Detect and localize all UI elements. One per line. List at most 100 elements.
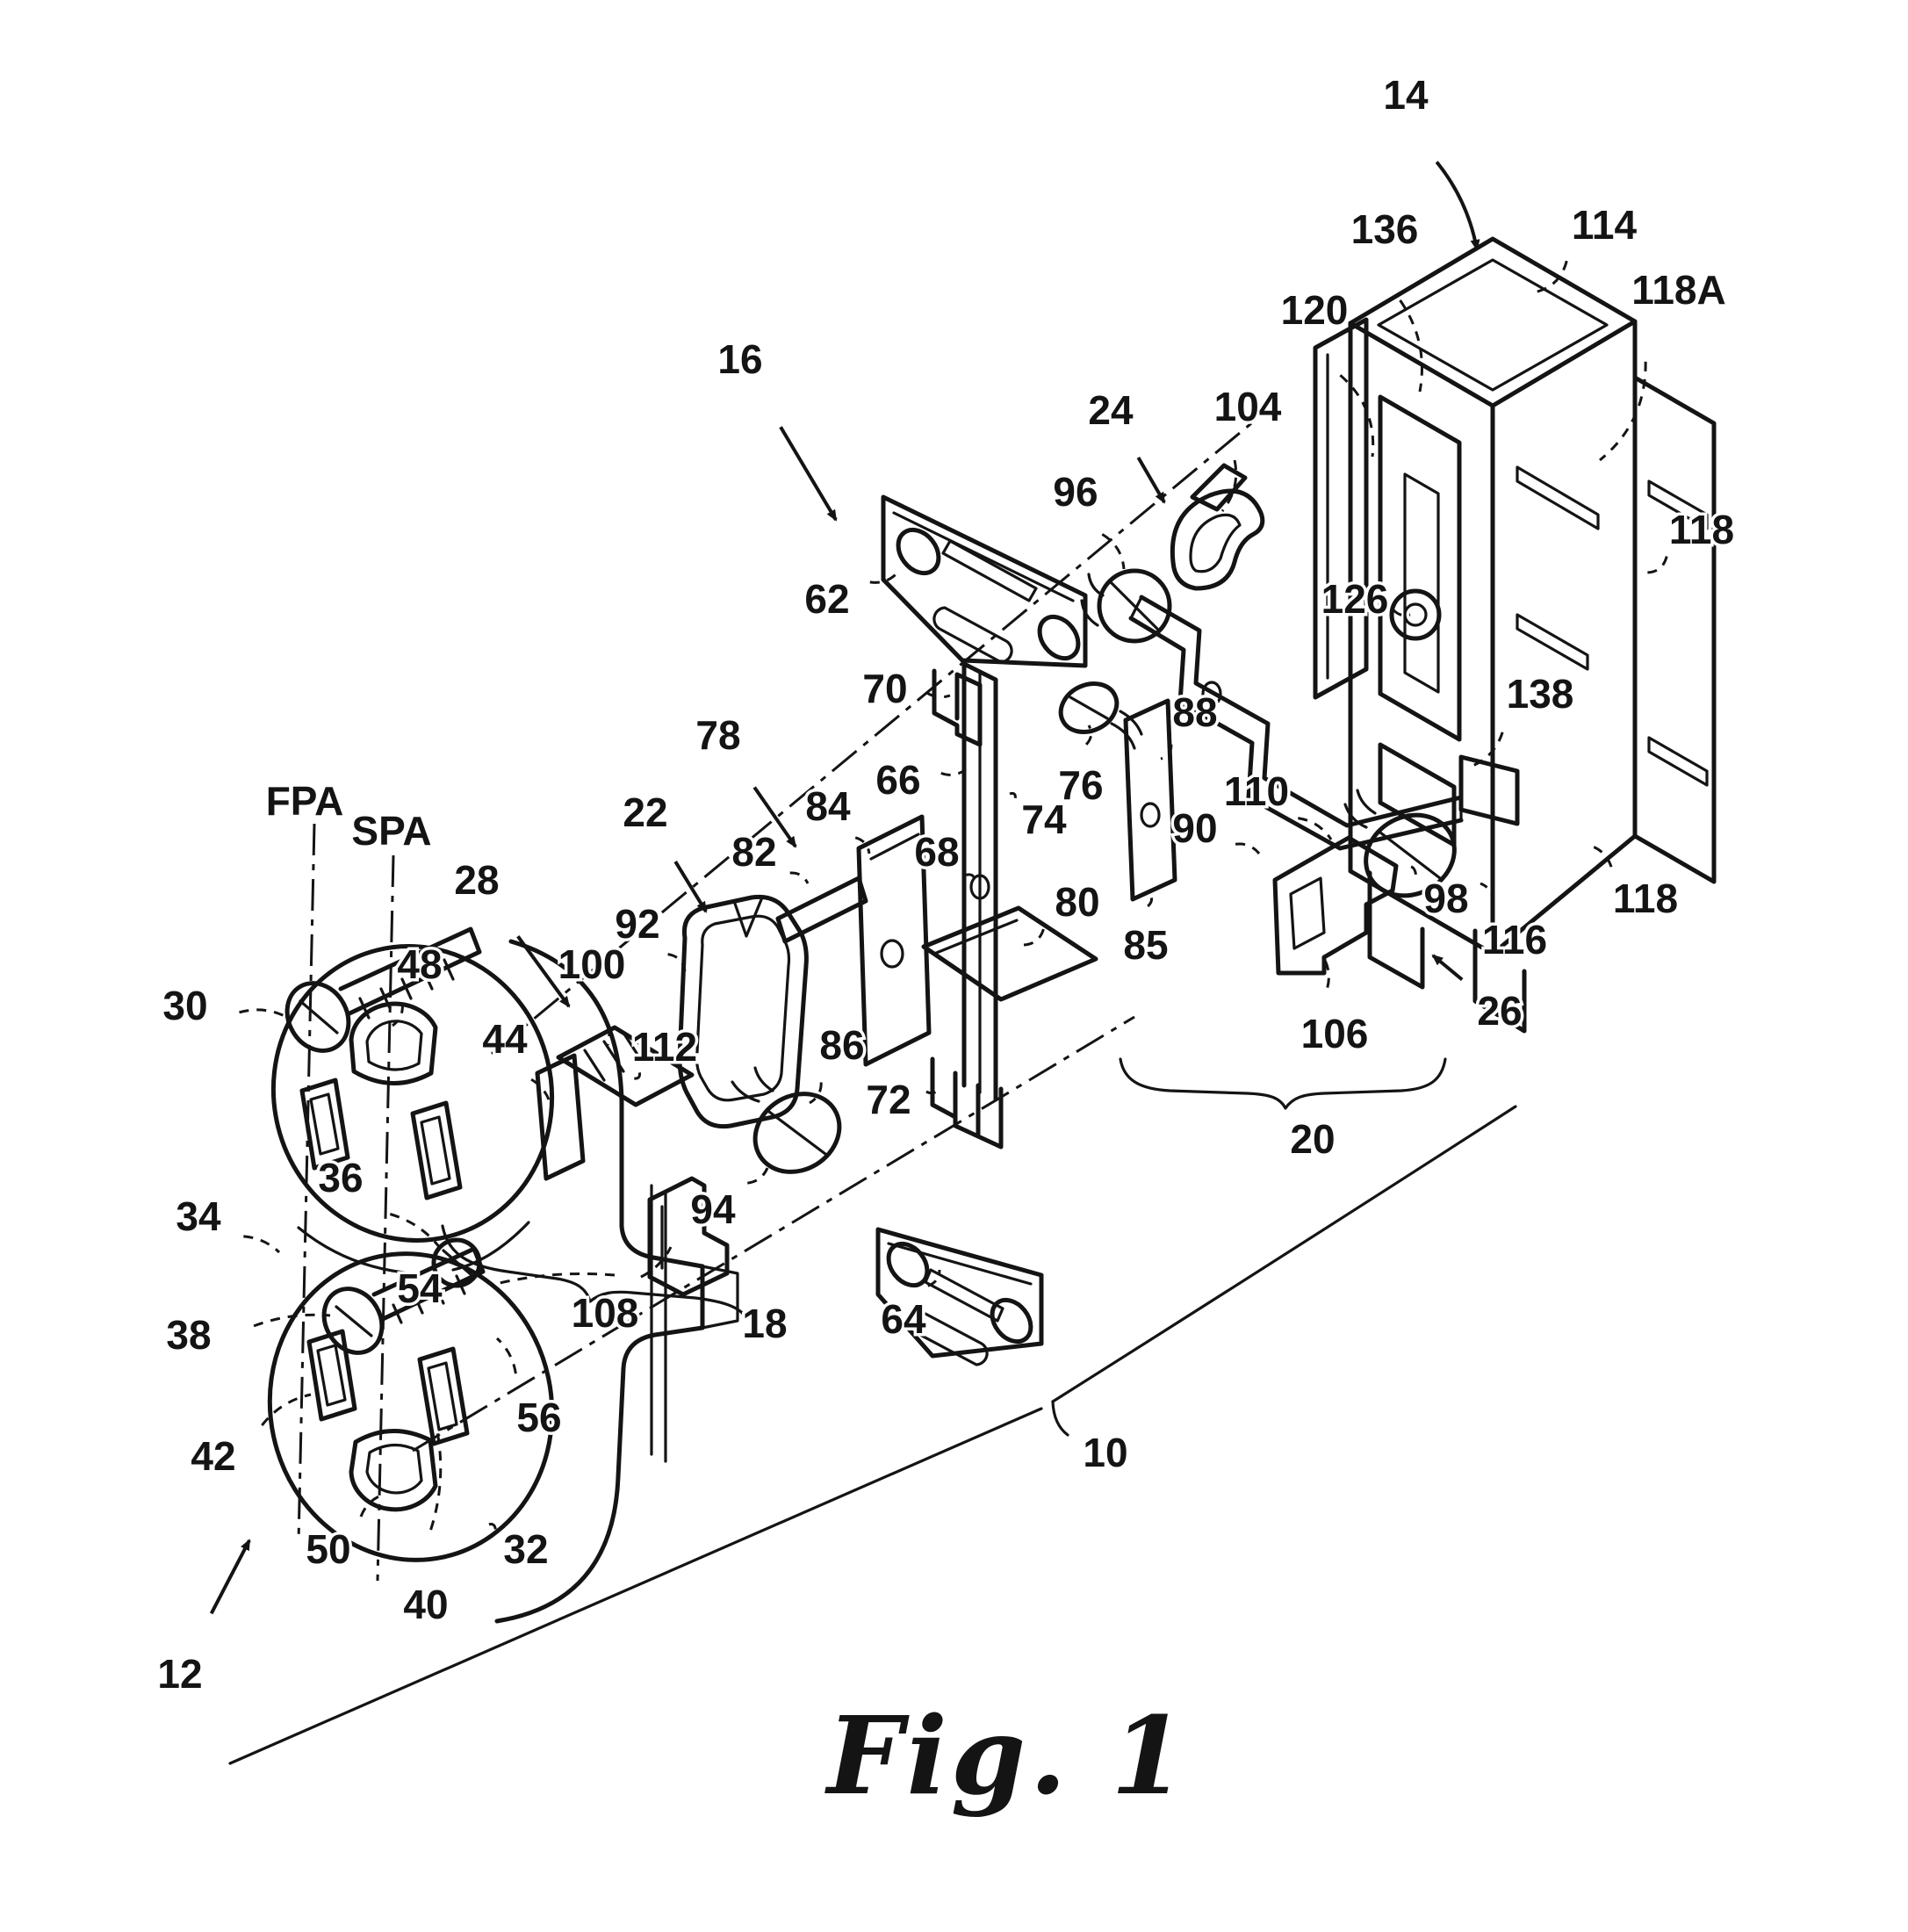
leader-24 <box>1136 456 1166 504</box>
ref-label-22: 22 <box>623 789 667 835</box>
pointer-10-lower <box>228 1407 1043 1765</box>
contact-strip-82 <box>775 876 868 944</box>
centerline-axes <box>297 418 1256 1582</box>
lower-right-slot-inner <box>427 1361 458 1431</box>
ref-label-64: 64 <box>881 1296 926 1342</box>
leader-98 <box>1404 864 1417 876</box>
ref-label-82: 82 <box>731 829 776 875</box>
leader-86 <box>809 1082 823 1105</box>
leader-104 <box>1220 459 1238 512</box>
ref-label-106: 106 <box>1301 1011 1369 1056</box>
leader-12 <box>209 1539 251 1615</box>
ref-label-100: 100 <box>558 941 626 987</box>
leader-136 <box>1399 299 1423 393</box>
lower-right-slot <box>417 1346 470 1446</box>
leader-56 <box>495 1337 517 1374</box>
figure-caption: Fig. 1 <box>824 1692 1189 1819</box>
contact-plate-80 <box>921 905 1098 1002</box>
leader-64 <box>927 1269 941 1287</box>
leader-22 <box>673 861 708 913</box>
leader-92 <box>667 953 687 972</box>
housing-side-channel-120 <box>1313 317 1369 700</box>
ref-label-88: 88 <box>1172 689 1217 735</box>
strip-thread-hatch-112 <box>583 1031 644 1082</box>
leader-118A <box>1599 361 1647 462</box>
lower-receptacle-face <box>267 1251 555 1562</box>
strap-clip-70 <box>932 668 983 747</box>
leader-42 <box>261 1393 312 1427</box>
leader-34 <box>243 1235 281 1254</box>
housing-front-window <box>1378 394 1462 742</box>
front-cover-assembly <box>267 926 555 1562</box>
housing-inner-post-138 <box>1403 472 1440 694</box>
ref-label-138: 138 <box>1507 671 1574 717</box>
leader-54 <box>500 1272 616 1285</box>
housing-boss-126 <box>1389 588 1442 641</box>
ref-label-114: 114 <box>1572 202 1638 248</box>
ref-label-84: 84 <box>805 783 851 829</box>
leader-50 <box>359 1493 384 1517</box>
upper-right-slot-inner <box>420 1115 451 1186</box>
ref-label-80: 80 <box>1055 879 1099 925</box>
leader-85 <box>1147 890 1154 908</box>
ref-label-116: 116 <box>1482 917 1547 962</box>
clip-saddle-window <box>1289 876 1326 950</box>
grounding-clip-26 <box>1272 789 1457 976</box>
leader-62 <box>869 570 901 584</box>
terminal-strip-100 <box>556 1025 695 1107</box>
leader-30 <box>239 1008 291 1020</box>
leader-96 <box>1101 533 1126 570</box>
top-ear-hole-b <box>1037 614 1081 661</box>
leader-72 <box>925 1087 941 1095</box>
leader-114 <box>1533 260 1568 294</box>
ref-label-38: 38 <box>166 1312 211 1358</box>
ref-label-32: 32 <box>503 1526 548 1572</box>
ref-label-16: 16 <box>717 336 762 382</box>
ref-label-92: 92 <box>615 901 659 947</box>
upper-ground-hole <box>349 1001 438 1085</box>
wire-clamp-92-outer <box>677 894 809 1129</box>
ref-label-28: 28 <box>454 857 499 903</box>
upper-left-slot <box>299 1078 350 1171</box>
ref-label-74: 74 <box>1021 797 1067 842</box>
ref-label-120: 120 <box>1281 287 1349 333</box>
ref-label-118-upper: 118 <box>1669 507 1734 552</box>
ref-label-118-lower: 118 <box>1613 876 1678 921</box>
brace-20 <box>1119 1057 1447 1110</box>
top-ear-hole-a <box>896 527 941 576</box>
terminal-screw-76 <box>1058 681 1143 750</box>
ref-label-54: 54 <box>397 1265 443 1311</box>
ref-label-48: 48 <box>397 941 442 987</box>
leader-36 <box>389 1213 446 1255</box>
bottom-ear-hole-a <box>886 1241 930 1288</box>
ref-label-110: 110 <box>1224 768 1289 814</box>
base-plate <box>494 939 739 1624</box>
screw-30 <box>284 926 482 1053</box>
top-ear-slot-b <box>932 606 1013 664</box>
leader-84 <box>854 836 871 854</box>
leader-110 <box>1298 817 1333 840</box>
ref-label-72: 72 <box>866 1077 911 1122</box>
leader-28 <box>516 935 571 1008</box>
leader-116 <box>1480 882 1494 904</box>
leader-76 <box>1084 724 1093 746</box>
leader-32 <box>487 1522 497 1530</box>
bottom-ear-hole-b <box>990 1297 1033 1344</box>
upper-left-slot-inner <box>309 1092 340 1156</box>
ref-label-104: 104 <box>1214 384 1282 429</box>
leader-118-lower <box>1587 843 1613 868</box>
contact-bracket-108 <box>647 1176 730 1297</box>
contact-plate-85 <box>1123 698 1177 902</box>
ref-label-18: 18 <box>742 1301 787 1346</box>
pointer-10-upper <box>1051 1105 1517 1403</box>
ref-label-136: 136 <box>1351 206 1419 252</box>
bottom-ear-slot-a <box>924 1268 1004 1323</box>
ref-label-12: 12 <box>157 1651 202 1697</box>
leader-44 <box>530 1078 553 1111</box>
contact-plate-hole <box>880 939 904 969</box>
leader-80 <box>1023 928 1045 947</box>
center-screw-36-slot <box>442 1249 472 1276</box>
lower-left-slot-inner <box>316 1344 347 1407</box>
contact-assembly-18 <box>535 894 842 1297</box>
